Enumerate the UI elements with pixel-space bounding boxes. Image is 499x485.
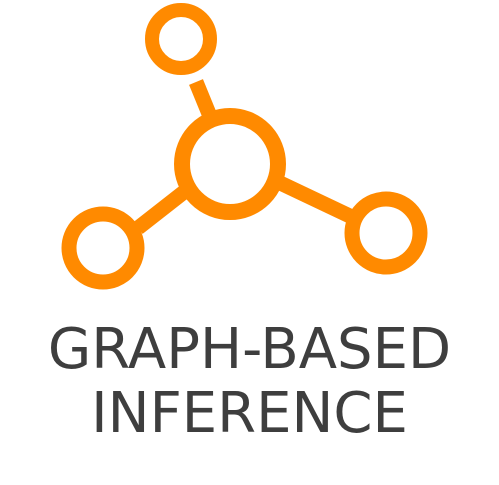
molecule-graph-icon	[61, 3, 428, 290]
logo-title-line-1: GRAPH-BASED	[47, 317, 452, 382]
logo-title-line-2: INFERENCE	[91, 381, 408, 446]
node-left	[61, 206, 145, 290]
node-top	[145, 3, 217, 75]
node-right	[344, 191, 428, 275]
edge-left	[133, 186, 189, 234]
graph-nodes	[61, 3, 428, 290]
edge-right	[272, 174, 358, 225]
node-center	[174, 108, 286, 220]
